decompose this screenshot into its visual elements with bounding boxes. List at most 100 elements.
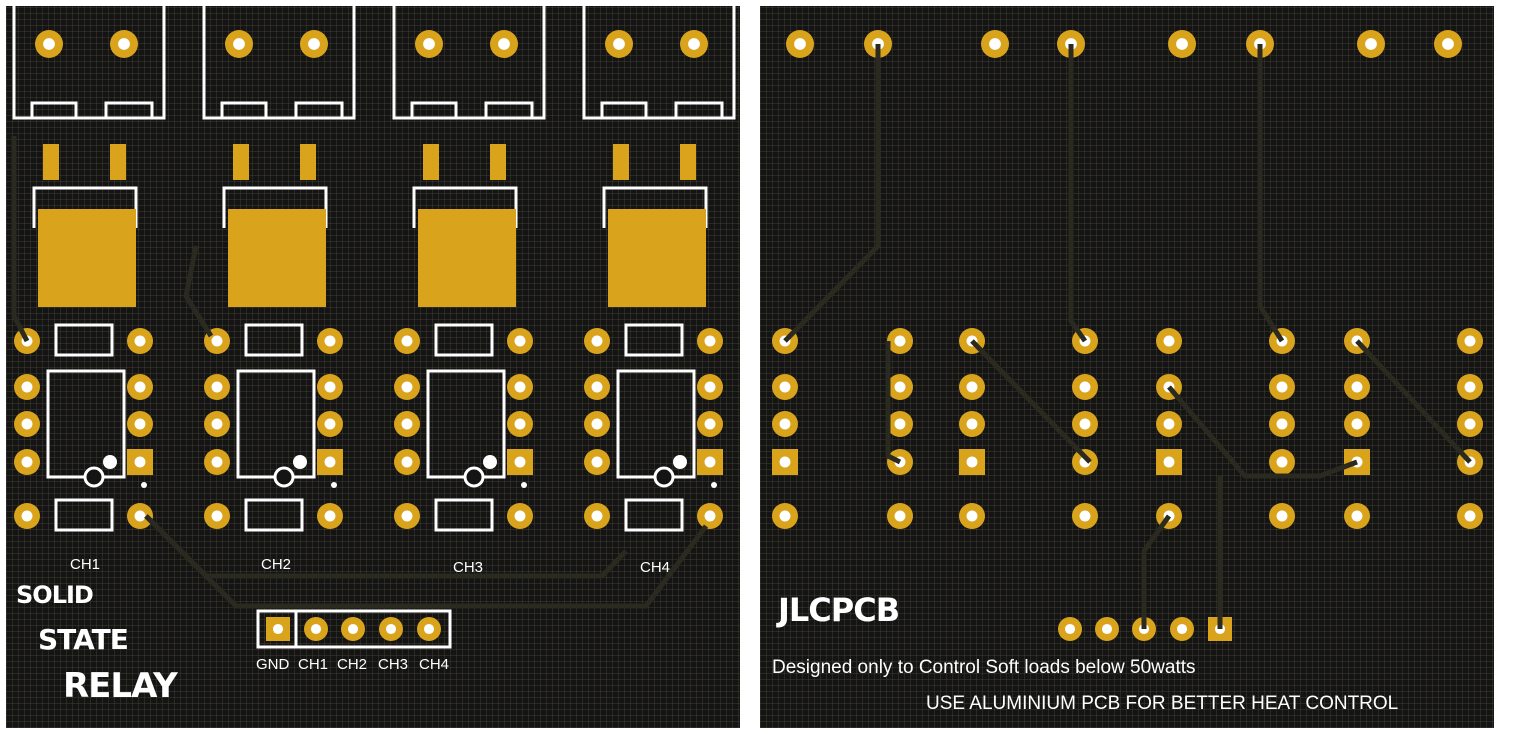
optocoupler-pin1-mark-ch3 (483, 455, 497, 469)
resistor-top-pad-b-ch4-hole (704, 335, 716, 347)
optocoupler-notch-ch4 (653, 466, 675, 488)
opto-pad-l1-ch4-hole (591, 381, 603, 393)
resistor-bottom-pad-b-ch3-hole (514, 510, 526, 522)
triac-tab-pad-ch4 (608, 209, 706, 307)
terminal-block-ch4 (582, 6, 736, 120)
resistor-bottom-ch3 (434, 498, 494, 532)
resistor-top-pad-b-ch3-hole (514, 335, 526, 347)
opto-pad-l3-ch1-hole (21, 456, 33, 468)
opto-pad-l2-ch3-hole (401, 418, 413, 430)
channel-label-ch1: CH1 (70, 556, 101, 573)
back-pad-r0-g4-hole (1464, 335, 1476, 347)
back-pad-r4-g4-hole (1464, 510, 1476, 522)
resistor-bottom-pad-a-ch1-hole (21, 510, 33, 522)
resistor-bottom-ch4 (624, 498, 684, 532)
opto-pad-l3-ch2-hole (211, 456, 223, 468)
optocoupler-pin1-mark-ch4 (673, 455, 687, 469)
opto-pad-l2-ch4-hole (591, 418, 603, 430)
terminal-pad-b-ch1-hole (118, 38, 130, 50)
header-pad-1-hole (310, 623, 322, 635)
triac-pin-b-ch4 (680, 144, 696, 180)
channel-label-ch2: CH2 (261, 556, 292, 573)
channel-label-ch3: CH3 (453, 559, 484, 576)
header-label-ch1: CH1 (298, 656, 329, 673)
resistor-top-pad-a-ch3-hole (401, 335, 413, 347)
back-trace-4 (970, 339, 1092, 464)
back-terminal-pad-0-hole (794, 38, 806, 50)
opto-pad-r2-ch4-hole (704, 418, 716, 430)
terminal-pad-a-ch3-hole (423, 38, 435, 50)
back-artwork (772, 30, 1483, 641)
triac-pin-b-ch1 (110, 144, 126, 180)
back-terminal-pad-7-hole (1442, 38, 1454, 50)
back-pad-r4-g1-hole (894, 510, 906, 522)
back-terminal-pad-2-hole (989, 38, 1001, 50)
back-pad-l1-g1-hole (779, 381, 791, 393)
header-pad-4-hole (423, 623, 435, 635)
back-pad-r1-g1-hole (894, 381, 906, 393)
back-trace-6 (1355, 339, 1472, 464)
jlcpcb-logo: JLCPCB (778, 591, 900, 629)
opto-pad-l1-ch3-hole (401, 381, 413, 393)
resistor-top-pad-b-ch2-hole (324, 335, 336, 347)
back-pad-r2-g2-hole (1079, 418, 1091, 430)
opto-pad-r1-ch4-hole (704, 381, 716, 393)
triac-tab-pad-ch3 (418, 209, 516, 307)
header-label-gnd: GND (256, 656, 290, 673)
back-terminal-pad-4-hole (1176, 38, 1188, 50)
opto-dot-ch2 (331, 482, 337, 488)
resistor-bottom-pad-a-ch3-hole (401, 510, 413, 522)
header-label-ch4: CH4 (419, 656, 450, 673)
optocoupler-notch-ch2 (273, 466, 295, 488)
terminal-pad-a-ch1-hole (43, 38, 55, 50)
triac-pin-a-ch2 (233, 144, 249, 180)
header-outline (256, 609, 452, 649)
resistor-bottom-pad-b-ch4-hole (704, 510, 716, 522)
back-trace-7 (1141, 514, 1172, 629)
optocoupler-notch-ch1 (83, 466, 105, 488)
title-solid: SOLID (16, 581, 94, 609)
optocoupler-pin1-mark-ch1 (103, 455, 117, 469)
triac-tab-pad-ch1 (38, 209, 136, 307)
back-pad-r1-g3-hole (1276, 381, 1288, 393)
opto-pad-l3-ch3-hole (401, 456, 413, 468)
back-pad-r4-g3-hole (1276, 510, 1288, 522)
triac-pin-a-ch1 (43, 144, 59, 180)
back-pad-l4-g1-hole (779, 510, 791, 522)
back-trace-2 (1068, 44, 1088, 343)
triac-pin-b-ch2 (300, 144, 316, 180)
opto-pad-r3-ch3-hole (514, 456, 526, 468)
back-pad-l2-g3-hole (1163, 418, 1175, 430)
opto-dot-ch3 (521, 482, 527, 488)
back-trace-1 (783, 44, 881, 343)
back-pad-l3-g2-hole (966, 456, 978, 468)
resistor-bottom-pad-a-ch2-hole (211, 510, 223, 522)
opto-pad-r3-ch4-hole (704, 456, 716, 468)
back-trace-3 (1257, 44, 1285, 343)
opto-dot-ch1 (141, 482, 147, 488)
terminal-tabs-ch2 (220, 101, 344, 118)
resistor-top-ch4 (624, 323, 684, 357)
terminal-pad-a-ch4-hole (613, 38, 625, 50)
back-pad-l0-g3-hole (1163, 335, 1175, 347)
opto-pad-r3-ch1-hole (134, 456, 146, 468)
pcb-front-side: CH1 CH2 CH3 CH4 GND CH1 CH2 CH3 CH4 SOLI… (6, 6, 740, 728)
header-label-ch2: CH2 (337, 656, 368, 673)
header-pad-3-hole (385, 623, 397, 635)
resistor-bottom-pad-a-ch4-hole (591, 510, 603, 522)
terminal-pad-b-ch2-hole (308, 38, 320, 50)
header-pad-0-hole (272, 623, 284, 635)
header-pad-2-hole (347, 623, 359, 635)
triac-pin-a-ch4 (613, 144, 629, 180)
back-header-pad-0-hole (1064, 623, 1076, 635)
back-pad-r1-g4-hole (1464, 381, 1476, 393)
back-pad-l2-g2-hole (966, 418, 978, 430)
opto-pad-l2-ch2-hole (211, 418, 223, 430)
back-pad-l4-g4-hole (1351, 510, 1363, 522)
opto-dot-ch4 (711, 482, 717, 488)
triac-pin-a-ch3 (423, 144, 439, 180)
opto-pad-r2-ch2-hole (324, 418, 336, 430)
title-state: STATE (38, 623, 129, 656)
opto-pad-l3-ch4-hole (591, 456, 603, 468)
resistor-bottom-ch1 (54, 498, 114, 532)
